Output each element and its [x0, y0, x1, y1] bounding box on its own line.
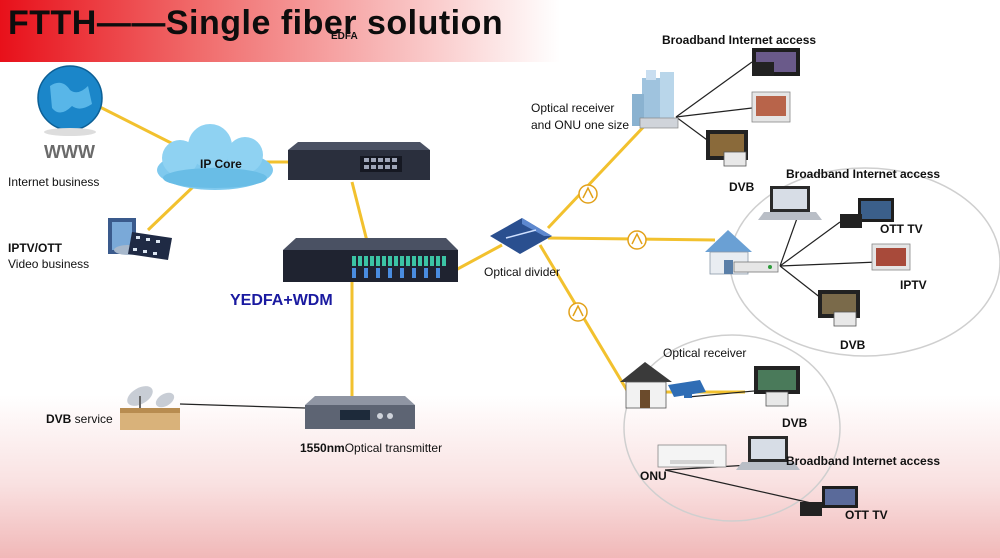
house-icon — [620, 362, 672, 409]
optical-receiver-onu-line1: Optical receiver — [531, 101, 615, 115]
broadband-label-1: Broadband Internet access — [662, 33, 817, 47]
onu-label: ONU — [640, 469, 667, 483]
optical-receiver-onu-line2: and ONU one size — [531, 118, 630, 132]
tv-icon — [871, 243, 911, 271]
settop-box-icon — [752, 62, 774, 76]
attenuator-icon — [568, 184, 647, 322]
dvb-service-label: DVB service — [46, 412, 113, 426]
title-band — [0, 0, 560, 62]
ott-tv-label-2: OTT TV — [845, 508, 888, 522]
laptop-icon — [758, 186, 822, 220]
ott-tv-label-1: OTT TV — [880, 222, 923, 236]
video-business-label: Video business — [8, 257, 90, 271]
edfa-wdm-rack-icon — [283, 238, 458, 282]
settop-box-icon — [723, 151, 747, 167]
laptop-icon — [736, 436, 800, 470]
edfa-top-label: EDFA — [331, 31, 358, 42]
settop-box-icon — [800, 502, 822, 516]
onu-group-ellipse — [623, 334, 841, 522]
transmitter-bold: 1550nm — [300, 441, 345, 455]
tv-icon — [858, 198, 894, 222]
transmitter-label: 1550nmOptical transmitter — [300, 441, 442, 455]
cloud-icon — [157, 124, 273, 190]
video-media-icon — [108, 218, 172, 260]
settop-box-icon — [833, 311, 857, 327]
tv-icon — [754, 366, 800, 394]
server-rack-icon — [288, 142, 430, 180]
dvb-service-bold: DVB — [46, 412, 72, 426]
settop-box-icon — [765, 391, 789, 407]
iptv-label-1: IPTV — [900, 278, 927, 292]
optical-splitter-icon — [490, 218, 552, 254]
dvb-label-3: DVB — [782, 416, 808, 430]
optical-receiver-label: Optical receiver — [663, 346, 747, 360]
optical-divider-label: Optical divider — [484, 265, 561, 279]
yedfa-wdm-label: YEDFA+WDM — [230, 292, 333, 309]
transmitter-rest: Optical transmitter — [344, 441, 443, 455]
page-title: FTTH——Single fiber solution — [8, 4, 504, 42]
tv-icon — [751, 91, 791, 123]
ip-core-label: IP Core — [200, 157, 242, 171]
transmitter-rack-icon — [305, 396, 415, 429]
tv-icon — [822, 486, 858, 508]
www-label: WWW — [44, 142, 95, 162]
iptv-ott-label: IPTV/OTT — [8, 241, 62, 255]
router-icon — [668, 380, 706, 398]
broadband-label-2: Broadband Internet access — [786, 167, 941, 181]
dvb-label-2: DVB — [840, 338, 866, 352]
satellite-dish-icon — [120, 386, 180, 430]
router-icon — [657, 444, 727, 468]
building-icon — [632, 70, 679, 129]
dvb-service-rest: service — [71, 412, 113, 426]
broadband-label-3: Broadband Internet access — [786, 454, 941, 468]
dvb-label-1: DVB — [729, 180, 755, 194]
internet-business-label: Internet business — [8, 175, 100, 189]
router-icon — [733, 261, 779, 273]
globe-icon — [37, 65, 103, 136]
settop-box-icon — [840, 214, 862, 228]
